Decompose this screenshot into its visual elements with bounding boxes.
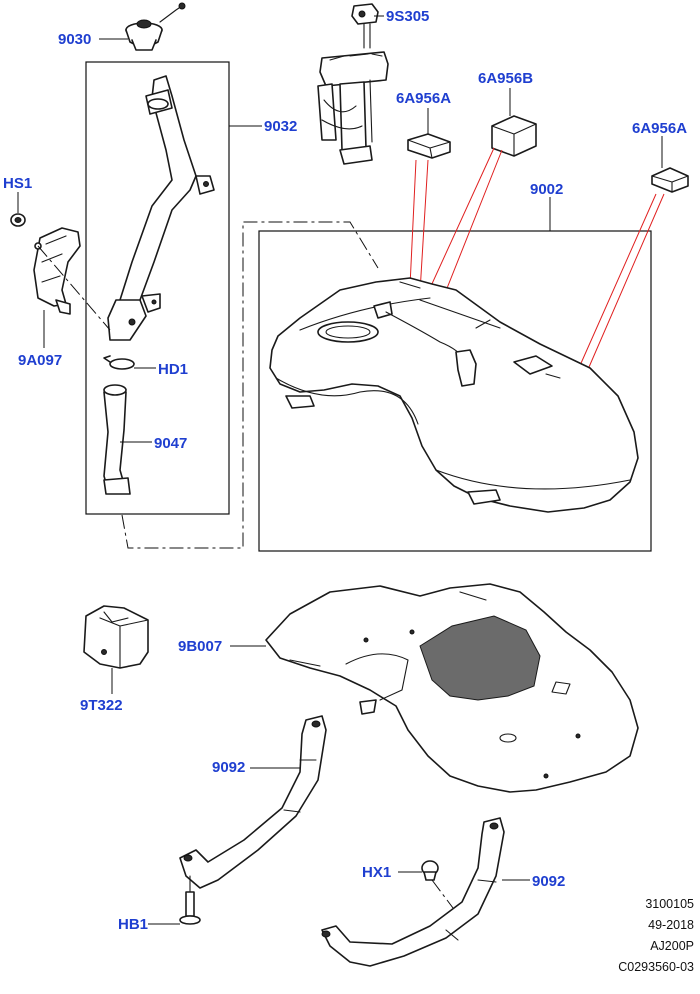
callout-HB1: HB1 [118, 916, 148, 933]
tank-strap-9092-left-part [179, 715, 327, 889]
callout-9047: 9047 [154, 435, 187, 452]
callout-HD1: HD1 [158, 361, 188, 378]
fuel-tank-9002-part [269, 277, 639, 513]
heat-shield-9a097-part [33, 227, 81, 315]
nut-dashed-path [431, 879, 463, 921]
callout-6A956A-left: 6A956A [396, 90, 451, 107]
grommet-hs1-part [10, 213, 26, 227]
reference-line-3: AJ200P [650, 939, 694, 953]
bracket-9t322-part [83, 605, 149, 669]
pad-6a956a-left-part [407, 133, 451, 159]
callout-9B007: 9B007 [178, 638, 222, 655]
callout-9032: 9032 [264, 118, 297, 135]
callout-6A956A-right: 6A956A [632, 120, 687, 137]
fuel-pump-sender-part [317, 3, 389, 165]
reference-line-1: 3100105 [645, 897, 694, 911]
reference-line-2: 49-2018 [648, 918, 694, 932]
callout-9T322: 9T322 [80, 697, 123, 714]
fuel-tank-group-box [258, 230, 652, 552]
filler-to-tank-dashed-path [121, 221, 379, 549]
nut-hx1-part [421, 860, 439, 881]
bolt-hb1-part [179, 875, 201, 925]
tank-strap-9092-right-part [321, 817, 505, 967]
reference-line-4: C0293560-03 [618, 960, 694, 974]
callout-9002: 9002 [530, 181, 563, 198]
filler-hose-9047-part [103, 384, 131, 495]
filler-pipe-group-box [85, 61, 230, 515]
pad-6a956b-part [491, 115, 537, 157]
callout-HX1: HX1 [362, 864, 391, 881]
filler-pipe-part [107, 75, 215, 341]
fuel-cap-part [125, 2, 186, 51]
red-leader-6A956A-left [409, 159, 429, 293]
callout-9A097: 9A097 [18, 352, 62, 369]
callout-9030: 9030 [58, 31, 91, 48]
drawing-reference-block: 3100105 49-2018 AJ200P C0293560-03 [618, 897, 694, 974]
callout-9092-left: 9092 [212, 759, 245, 776]
callout-6A956B: 6A956B [478, 70, 533, 87]
heat-shield-dashed-path [37, 245, 111, 331]
callout-9092-right: 9092 [532, 873, 565, 890]
callout-HS1: HS1 [3, 175, 32, 192]
hose-clamp-hd1-part [103, 355, 135, 370]
pad-6a956a-right-part [651, 167, 689, 193]
red-leader-6A956A-right [577, 193, 665, 375]
callout-9S305: 9S305 [386, 8, 429, 25]
tank-underside-9b007-part [265, 583, 639, 793]
